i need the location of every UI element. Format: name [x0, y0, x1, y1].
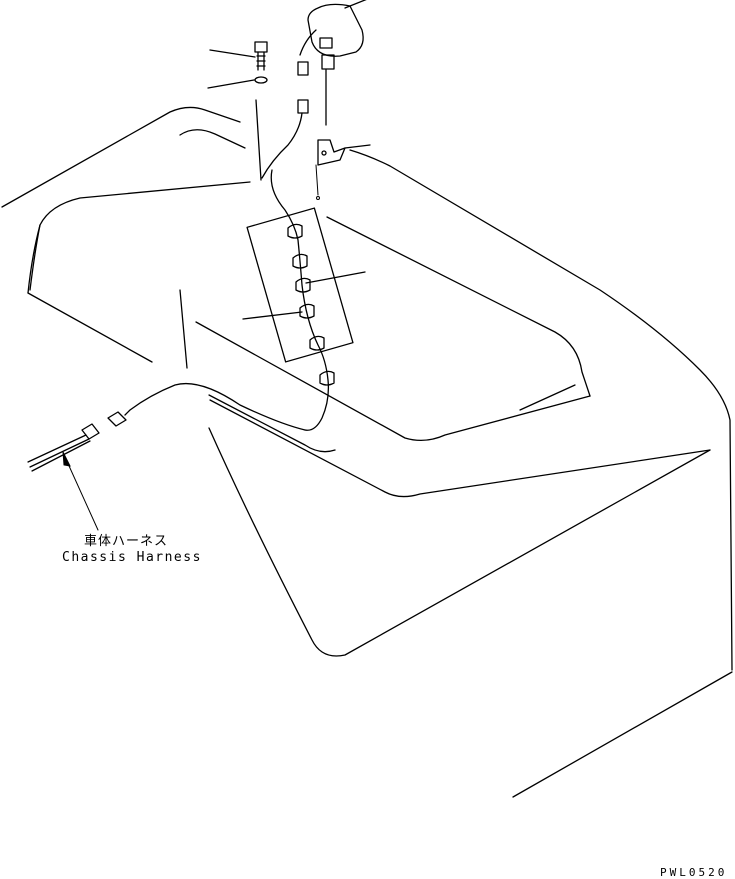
drawing-code: PWL0520: [660, 866, 728, 879]
lamp-harness: [124, 169, 366, 431]
work-lamp: [299, 0, 367, 126]
top-panel: [27, 181, 711, 498]
callout-label-english: Chassis Harness: [62, 550, 202, 565]
lamp-bracket: [315, 139, 371, 200]
callout-label-japanese: 車体ハーネス: [84, 534, 169, 549]
body-outline: [1, 106, 733, 798]
reference-lines: [179, 99, 262, 369]
chassis-harness: [27, 411, 127, 472]
bolt-and-washer: [207, 41, 268, 89]
lamp-connectors: [261, 61, 309, 179]
callout-leader: [62, 451, 99, 531]
